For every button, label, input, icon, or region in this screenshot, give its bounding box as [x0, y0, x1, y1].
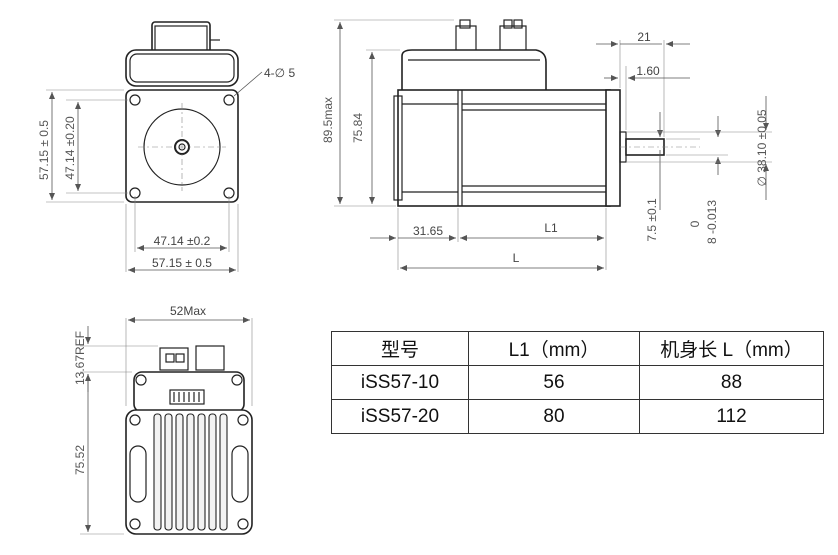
- dim-pilot-diameter: ∅ 38.10 ±0.05: [755, 109, 769, 186]
- front-view: 4-∅ 5 57.15 ± 0.5 47.14 ±0.20 47.14 ±0.2…: [37, 21, 295, 273]
- cell-model: iSS57-10: [331, 365, 469, 400]
- cell-l1: 56: [468, 365, 640, 400]
- cell-body-length: 112: [639, 399, 824, 434]
- dim-boss-length: 1.60: [636, 64, 660, 78]
- header-body-length: 机身长 L（mm）: [639, 331, 824, 366]
- dim-75-52: 75.52: [73, 445, 87, 475]
- mount-hole: [223, 94, 235, 106]
- dim-flat-depth: 7.5 ±0.1: [645, 198, 659, 242]
- dim-hole-spacing-vertical: 47.14 ±0.20: [63, 116, 77, 180]
- rear-connector: [159, 347, 189, 371]
- dim-total-height: 89.5max: [321, 97, 335, 143]
- cell-l1: 80: [468, 399, 640, 434]
- dim-flange-height: 57.15 ± 0.5: [37, 120, 51, 180]
- header-l1: L1（mm）: [468, 331, 640, 366]
- cell-body-length: 88: [639, 365, 824, 400]
- heatsink-fins: [153, 413, 228, 531]
- header-model: 型号: [331, 331, 469, 366]
- table-header-row: 型号 L1（mm） 机身长 L（mm）: [331, 331, 824, 366]
- side-motor-body: [397, 89, 611, 207]
- rear-connector-right: [195, 345, 225, 371]
- dim-hole-spacing-horizontal: 47.14 ±0.2: [154, 234, 211, 248]
- cell-model: iSS57-20: [331, 399, 469, 434]
- dim-13-67-ref: 13.67REF: [73, 331, 87, 385]
- table-row: iSS57-20 80 112: [331, 399, 824, 434]
- mount-hole: [129, 94, 141, 106]
- side-view: 89.5max 75.84 21 1.60 7.5 ±0.1 0 8 -0.01…: [321, 19, 772, 271]
- rear-side-slot: [231, 445, 249, 503]
- dim-shaft-length: 21: [637, 30, 651, 44]
- dim-shaft-tolerance-upper: 0: [688, 220, 702, 227]
- dim-shaft-diameter: 8 -0.013: [705, 200, 719, 244]
- side-connector: [455, 25, 477, 53]
- hole-callout: 4-∅ 5: [264, 66, 295, 80]
- dim-L1: L1: [544, 221, 558, 235]
- dim-rear-width: 52Max: [170, 304, 206, 318]
- dim-L: L: [513, 251, 520, 265]
- rear-view: 52Max 13.67REF 75.52: [73, 304, 253, 535]
- dim-flange-width: 57.15 ± 0.5: [152, 256, 212, 270]
- dip-switch: [169, 389, 205, 405]
- side-flange: [605, 89, 621, 207]
- dim-31-65: 31.65: [413, 224, 443, 238]
- rear-side-slot: [129, 445, 147, 503]
- side-connector: [499, 25, 527, 53]
- front-driver-box: [125, 49, 239, 87]
- table-row: iSS57-10 56 88: [331, 365, 824, 400]
- spec-table: 型号 L1（mm） 机身长 L（mm） iSS57-10 56 88 iSS57…: [331, 331, 824, 434]
- dim-body-height: 75.84: [351, 113, 365, 143]
